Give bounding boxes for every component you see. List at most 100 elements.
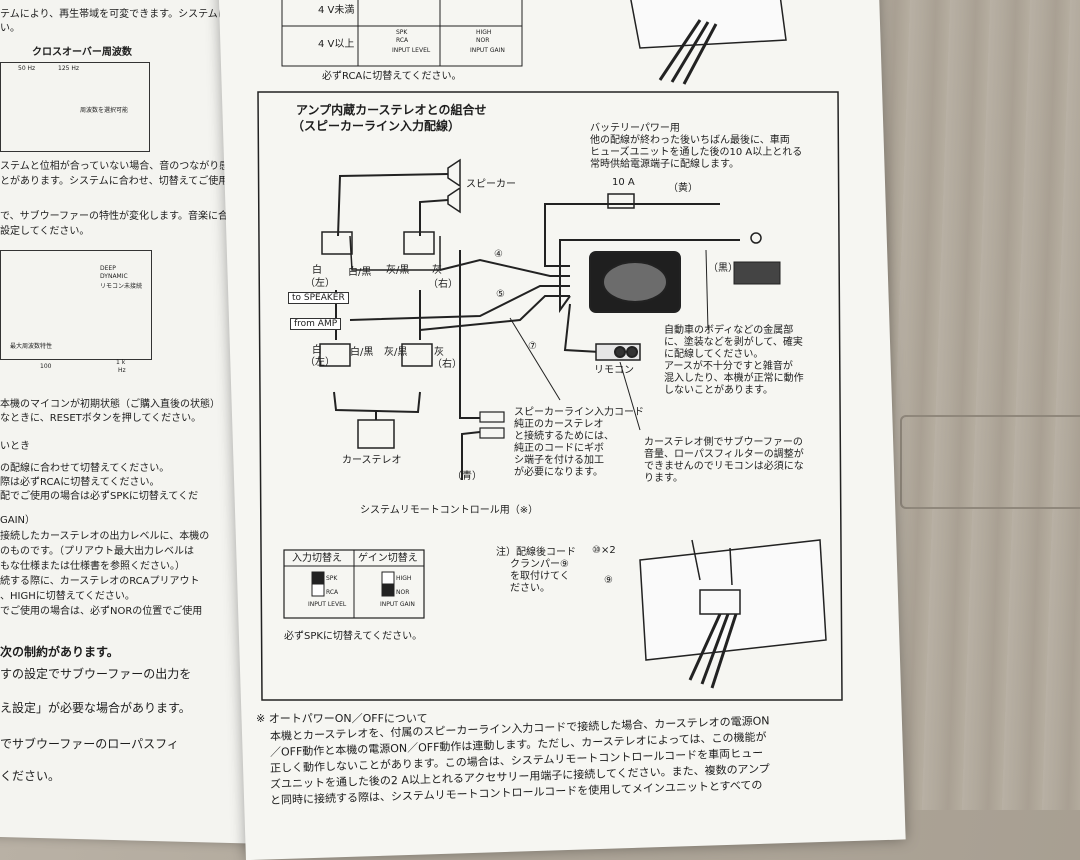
table-row-label: 4 V未満	[318, 5, 355, 16]
left-line: 設定してください。	[0, 226, 90, 237]
note-line: ります。	[644, 473, 683, 484]
car-stereo-label: カーステレオ	[342, 455, 402, 466]
note-line: シ端子を付ける加工	[514, 455, 604, 466]
note-line: バッテリーパワー用	[590, 123, 680, 134]
graph-label: 125 Hz	[58, 65, 80, 72]
left-line: でサブウーファーのローパスフィ	[0, 737, 179, 751]
note-line: に、塗装などを剥がして、確実	[664, 337, 803, 348]
left-line: の配線に合わせて切替えてください。	[0, 463, 170, 474]
part-number: ④	[494, 249, 503, 260]
left-line: すの設定でサブウーファーの出力を	[0, 667, 192, 681]
switch-label: SPK	[326, 575, 338, 582]
switch-label: RCA	[326, 589, 339, 596]
table-note: 必ずRCAに切替えてください。	[322, 71, 462, 82]
note-line: が必要になります。	[514, 467, 603, 478]
note-line: を取付けてく	[510, 571, 570, 582]
graph-label: リモコン未接続	[100, 283, 143, 290]
table-cell: NOR	[476, 37, 490, 44]
switch-note: 必ずSPKに切替えてください。	[284, 631, 423, 642]
wiring-lines	[257, 0, 843, 701]
section-subtitle: （スピーカーライン入力配線）	[292, 119, 461, 133]
part-number: ⑨	[604, 575, 613, 586]
to-speaker-tag: to SPEAKER	[288, 292, 349, 304]
note-line: 混入したり、本機が正常に動作	[664, 373, 804, 384]
graph-label: DEEP	[100, 265, 116, 272]
graph-label: Hz	[118, 367, 126, 374]
graph-label: 周波数を選択可能	[80, 107, 129, 114]
remote-label: リモコン	[594, 365, 634, 376]
left-line: でご使用の場合は、必ずNORの位置でご使用	[0, 606, 203, 617]
from-amp-tag: from AMP	[290, 318, 342, 330]
graph-label: 1 k	[116, 359, 126, 366]
left-line: もな仕様または仕様書を参照ください。）	[0, 561, 185, 572]
switch-label: HIGH	[396, 575, 412, 582]
response-graph	[0, 250, 152, 360]
note-line: しないことがあります。	[664, 385, 773, 396]
note-line: 純正のカーステレオ	[514, 419, 604, 430]
left-line: 配でご使用の場合は必ずSPKに切替えてくだ	[0, 491, 199, 502]
left-line: 接続したカーステレオの出力レベルに、本機の	[0, 531, 210, 542]
note-line: 常時供給電源端子に配線します。	[590, 159, 739, 170]
left-line: 続する際に、カーステレオのRCAプリアウト	[0, 576, 200, 587]
system-remote-label: システムリモートコントロール用（※）	[360, 505, 539, 516]
wire-label: 灰/黒	[384, 347, 408, 358]
left-line: のものです。（プリアウト最大出力レベルは	[0, 546, 194, 557]
table-cell: INPUT GAIN	[470, 47, 505, 54]
wire-label: （左）	[305, 278, 335, 289]
bottom-heading: ※ オートパワーON／OFFについて	[256, 712, 428, 725]
wire-color-label: （黄）	[668, 183, 698, 194]
switch-label: INPUT LEVEL	[308, 601, 347, 608]
wire-label: 白	[312, 265, 322, 276]
switch-label: INPUT GAIN	[380, 601, 415, 608]
note-line: ださい。	[510, 583, 550, 594]
table-cell: RCA	[396, 37, 409, 44]
left-line: 本機のマイコンが初期状態（ご購入直後の状態）	[0, 399, 220, 410]
left-line: いとき	[0, 441, 30, 452]
section-title: アンプ内蔵カーステレオとの組合せ	[296, 103, 487, 117]
wire-label: 白	[312, 345, 322, 356]
note-line: できませんのでリモコンは必須にな	[644, 461, 804, 472]
left-line: え設定」が必要な場合があります。	[0, 701, 191, 715]
left-graph-title: クロスオーバー周波数	[32, 47, 132, 58]
note-line: スピーカーライン入力コード	[514, 407, 644, 418]
left-line: とがあります。システムに合わせ、切替えてご使用くだ	[0, 176, 249, 187]
wire-label: 白/黒	[348, 267, 372, 278]
left-line: 次の制約があります。	[0, 645, 119, 659]
crossover-graph	[0, 62, 150, 152]
wire-color-label: （黒）	[708, 263, 738, 274]
wire-label: （右）	[432, 359, 462, 370]
graph-label: 最大周波数特性	[10, 343, 53, 350]
wire-label: 灰	[432, 265, 442, 276]
left-line: テムにより、再生帯域を可変できます。システムに合わせて	[0, 9, 268, 20]
part-number: ⑤	[496, 289, 505, 300]
left-line: ステムと位相が合っていない場合、音のつながり感が損	[0, 161, 250, 172]
note-line: クランパー⑨	[510, 559, 569, 570]
note-line: に配線してください。	[664, 349, 764, 360]
wire-label: （左）	[305, 357, 335, 368]
wire-label: 白/黒	[350, 347, 374, 358]
screw-count-label: ⑩×2	[592, 545, 616, 556]
note-line: 音量、ローパスフィルターの調整が	[644, 449, 804, 460]
graph-label: 100	[40, 363, 52, 370]
left-line: い。	[0, 23, 20, 34]
floor-seam	[900, 415, 1080, 509]
left-line: ください。	[0, 769, 61, 783]
note-line: アースが不十分ですと雑音が	[664, 361, 793, 372]
table-cell: SPK	[396, 29, 408, 36]
left-line: 際は必ずRCAに切替えてください。	[0, 477, 160, 488]
note-line: 他の配線が終わった後いちばん最後に、車両	[590, 135, 790, 146]
wire-color-label: （青）	[452, 471, 482, 482]
left-line: 、HIGHに切替えてください。	[0, 591, 135, 602]
note-line: ヒューズユニットを通した後の10 A以上とれる	[590, 147, 803, 158]
switch-header: 入力切替え	[292, 553, 342, 564]
left-line: で、サブウーファーの特性が変化します。音楽に合わ	[0, 211, 238, 222]
wire-label: 灰/黒	[386, 265, 410, 276]
graph-label: 50 Hz	[18, 65, 36, 72]
note-line: 純正のコードにギボ	[514, 443, 604, 454]
note-line: 自動車のボディなどの金属部	[664, 325, 794, 336]
part-number: ⑦	[528, 341, 537, 352]
note-line: 注）配線後コード	[496, 547, 576, 558]
graph-label: DYNAMIC	[100, 273, 128, 280]
table-cell: INPUT LEVEL	[392, 47, 431, 54]
left-line: なときに、RESETボタンを押してください。	[0, 413, 202, 424]
